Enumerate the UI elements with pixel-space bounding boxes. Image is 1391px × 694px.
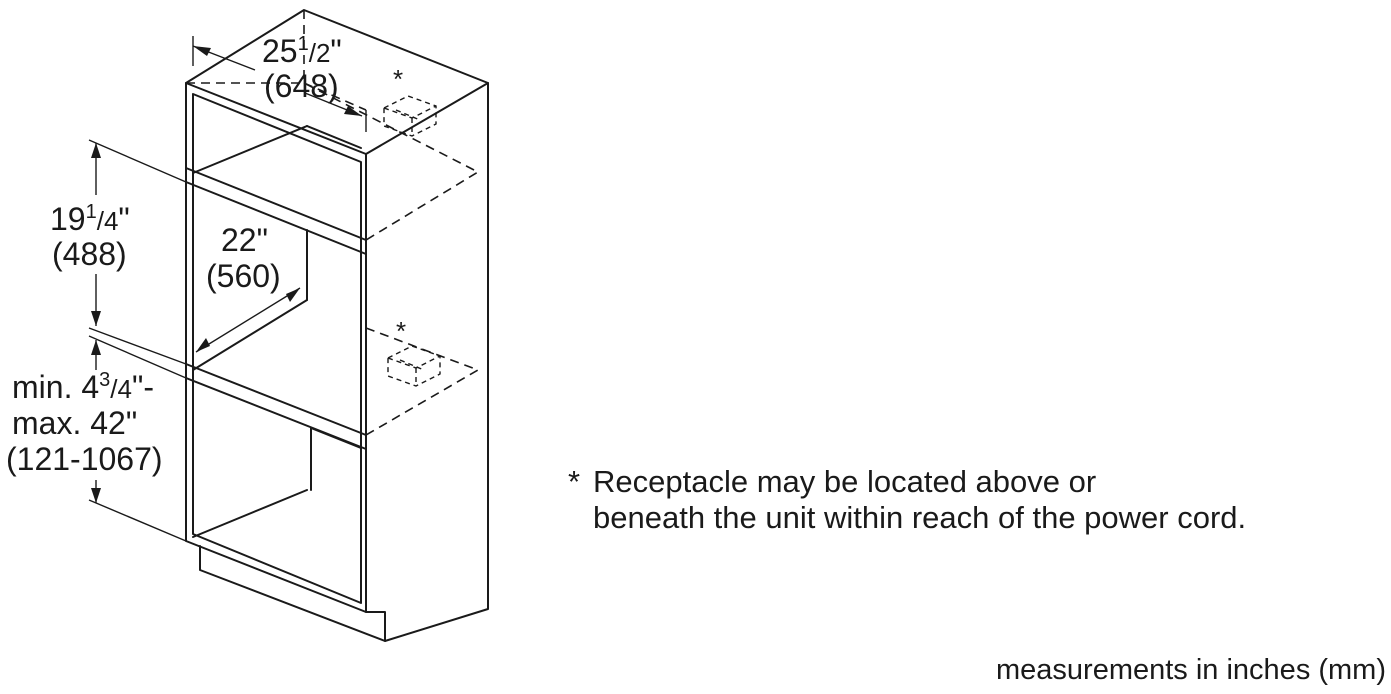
- depth-imperial: 22": [221, 222, 268, 258]
- depth-metric: (560): [206, 258, 281, 294]
- receptacle-marker-lower: *: [396, 316, 406, 346]
- cabinet-shelves: [185, 125, 367, 538]
- width-metric: (648): [264, 68, 339, 104]
- width-dimension-line: [192, 36, 367, 132]
- note-star: *: [568, 464, 580, 499]
- height-dimension-lines: [88, 139, 187, 542]
- receptacle-lower: *: [387, 316, 441, 387]
- receptacle-marker-upper: *: [393, 64, 403, 94]
- cutout-height-metric: (488): [52, 236, 127, 272]
- note-line-2: beneath the unit within reach of the pow…: [593, 500, 1246, 535]
- receptacle-upper: *: [383, 64, 437, 137]
- note-line-1: Receptacle may be located above or: [593, 464, 1096, 499]
- width-imperial: 251/2": [262, 33, 342, 69]
- units-footer: measurements in inches (mm): [996, 654, 1386, 686]
- depth-dimension-line: [195, 287, 301, 353]
- cabinet-outline: [185, 9, 489, 642]
- floor-height-metric: (121-1067): [6, 441, 163, 477]
- floor-height-min: min. 43/4"-: [12, 369, 154, 405]
- floor-height-max: max. 42": [12, 405, 137, 441]
- cutout-height-imperial: 191/4": [50, 201, 130, 237]
- hidden-lines: [186, 10, 480, 436]
